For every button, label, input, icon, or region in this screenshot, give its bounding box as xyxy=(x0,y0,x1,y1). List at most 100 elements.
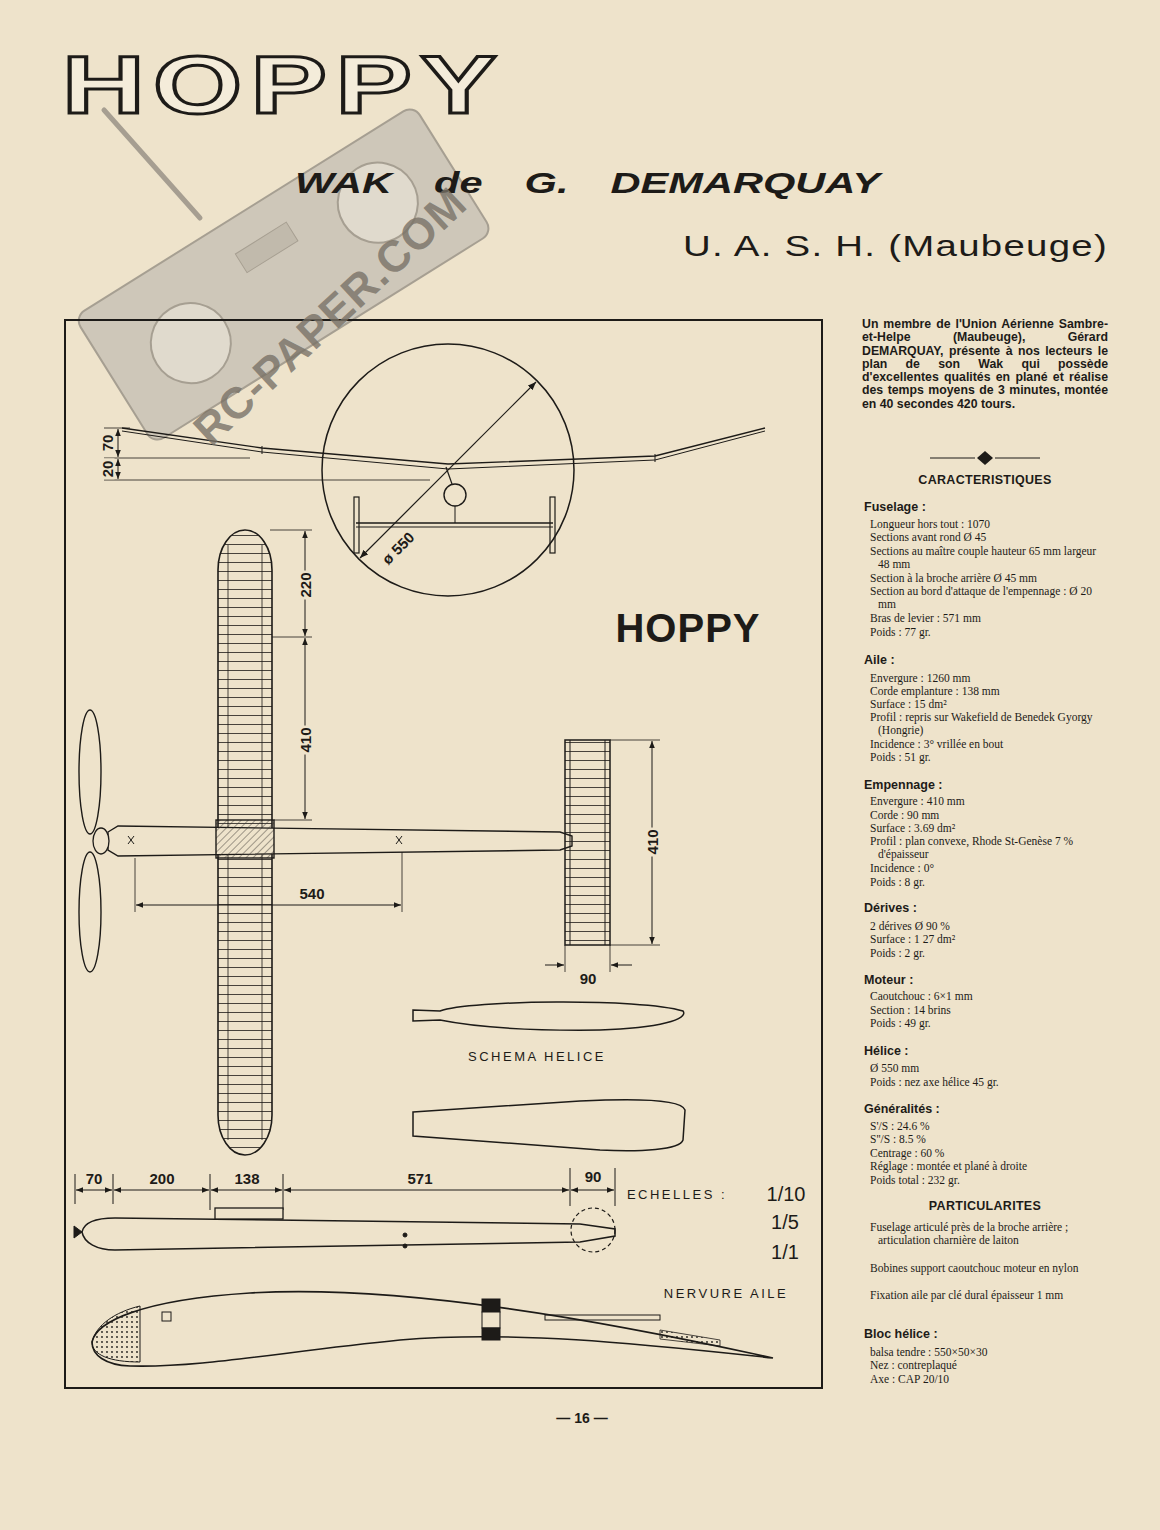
transmitter-body xyxy=(74,105,493,444)
dimension-line xyxy=(118,459,119,479)
extension-line xyxy=(272,637,312,638)
model-name: HOPPY xyxy=(615,608,760,648)
spec-item: Surface : 15 dm² xyxy=(870,698,1104,711)
tick xyxy=(615,1168,616,1206)
fin xyxy=(354,497,359,553)
dimension: 20 xyxy=(100,459,115,480)
spec-heading: Moteur : xyxy=(864,973,913,987)
spec-item: Profil : repris sur Wakefield de Benedek… xyxy=(870,711,1104,737)
spar-web xyxy=(482,1312,500,1328)
wing-pylon xyxy=(215,1208,283,1219)
diameter-line xyxy=(360,382,536,558)
fin-outline xyxy=(571,1208,615,1252)
spec-item: Fixation aile par clé dural épaisseur 1 … xyxy=(870,1289,1104,1302)
dimension: 70 xyxy=(100,433,115,454)
dimension-line xyxy=(118,429,119,457)
rib-profile xyxy=(92,1292,773,1367)
rib-slot xyxy=(545,1315,660,1320)
front-view xyxy=(104,344,765,596)
fin xyxy=(550,497,555,553)
dimension-line xyxy=(545,965,564,966)
fuselage-plan xyxy=(108,826,572,856)
spec-item: Caoutchouc : 6×1 mm xyxy=(870,990,1104,1003)
separator-diamond xyxy=(977,451,993,465)
extension-line xyxy=(104,428,130,429)
spec-item: Poids total : 232 gr. xyxy=(870,1174,1104,1187)
dimension: 410 xyxy=(645,827,660,856)
dimension-line xyxy=(211,1190,282,1191)
extension-line xyxy=(135,858,136,912)
dimension-line xyxy=(76,1190,112,1191)
spec-item: Section à la broche arrière Ø 45 mm xyxy=(870,572,1104,585)
spec-heading: Hélice : xyxy=(864,1044,908,1058)
spec-item: Surface : 3.69 dm² xyxy=(870,822,1104,835)
spec-item: Surface : 1 27 dm² xyxy=(870,933,1104,946)
stabilizer-spar xyxy=(570,740,571,945)
blade-plan xyxy=(413,1002,684,1030)
blade-side xyxy=(413,1100,685,1151)
intro-paragraph: Un membre de l'Union Aérienne Sambre-et-… xyxy=(862,318,1108,411)
spec-item: Poids : 77 gr. xyxy=(870,626,1104,639)
spec-heading: Généralités : xyxy=(864,1102,940,1116)
fuselage-section xyxy=(444,484,466,506)
dimension-line xyxy=(136,905,401,906)
extension-line xyxy=(610,740,660,741)
section-heading: PARTICULARITES xyxy=(929,1200,1041,1213)
spec-item: Poids : 51 gr. xyxy=(870,751,1104,764)
spec-item: Fuselage articulé près de la broche arri… xyxy=(870,1221,1104,1247)
motor-peg xyxy=(128,836,134,844)
wing-rib xyxy=(92,1292,773,1367)
extension-line xyxy=(104,480,430,481)
dihedral-break xyxy=(262,446,263,454)
tick xyxy=(113,1174,114,1204)
dimension: 540 xyxy=(297,886,326,901)
switch-panel xyxy=(235,222,298,272)
extension-line xyxy=(610,945,611,972)
spec-item: S'/S : 24.6 % xyxy=(870,1120,1104,1133)
dimension: 70 xyxy=(84,1171,105,1186)
spec-heading: Fuselage : xyxy=(864,500,926,514)
extension-line xyxy=(274,820,312,821)
spec-item: 2 dérives Ø 90 % xyxy=(870,920,1104,933)
scale-value: 1/5 xyxy=(771,1212,799,1232)
spec-item: Sections au maître couple hauteur 65 mm … xyxy=(870,545,1104,571)
wing-center-section xyxy=(216,820,274,858)
spec-item: Incidence : 0° xyxy=(870,862,1104,875)
extension-line xyxy=(270,530,312,531)
stabilizer-spar xyxy=(605,740,606,945)
spec-item: Longueur hors tout : 1070 xyxy=(870,518,1104,531)
section-heading: CARACTERISTIQUES xyxy=(918,474,1051,487)
extension-line xyxy=(610,945,660,946)
spinner xyxy=(93,828,109,854)
fuselage-side xyxy=(82,1218,615,1250)
spec-item: Incidence : 3° vrillée en bout xyxy=(870,738,1104,751)
propeller-disc xyxy=(322,344,574,596)
transmitter-image xyxy=(74,105,493,444)
spec-item: Poids : 8 gr. xyxy=(870,876,1104,889)
spec-heading: Bloc hélice : xyxy=(864,1327,938,1341)
dimension-line xyxy=(571,1190,614,1191)
spec-item: Axe : CAP 20/10 xyxy=(870,1373,1104,1386)
dimension: 410 xyxy=(298,725,313,754)
motor-peg xyxy=(396,836,402,844)
spec-heading: Dérives : xyxy=(864,901,917,915)
page-title: HOPPY xyxy=(62,44,505,126)
dimension: 138 xyxy=(232,1171,261,1186)
tick xyxy=(570,1168,571,1206)
tail-boom xyxy=(455,506,456,523)
club-name: U. A. S. H. (Maubeuge) xyxy=(683,229,1108,262)
spar xyxy=(482,1328,500,1340)
leading-edge xyxy=(92,1306,140,1362)
antenna xyxy=(104,110,200,218)
spec-item: S''/S : 8.5 % xyxy=(870,1133,1104,1146)
tick xyxy=(283,1174,284,1210)
spec-item: Sections avant rond Ø 45 xyxy=(870,531,1104,544)
tick xyxy=(210,1174,211,1210)
dimension: 571 xyxy=(405,1171,434,1186)
tick xyxy=(75,1174,76,1204)
motor-peg xyxy=(403,1244,407,1248)
spec-item: Corde emplanture : 138 mm xyxy=(870,685,1104,698)
subtitle: WAK de G. DEMARQUAY xyxy=(295,166,880,199)
separator xyxy=(930,451,1040,465)
scale-value: 1/1 xyxy=(771,1242,799,1262)
